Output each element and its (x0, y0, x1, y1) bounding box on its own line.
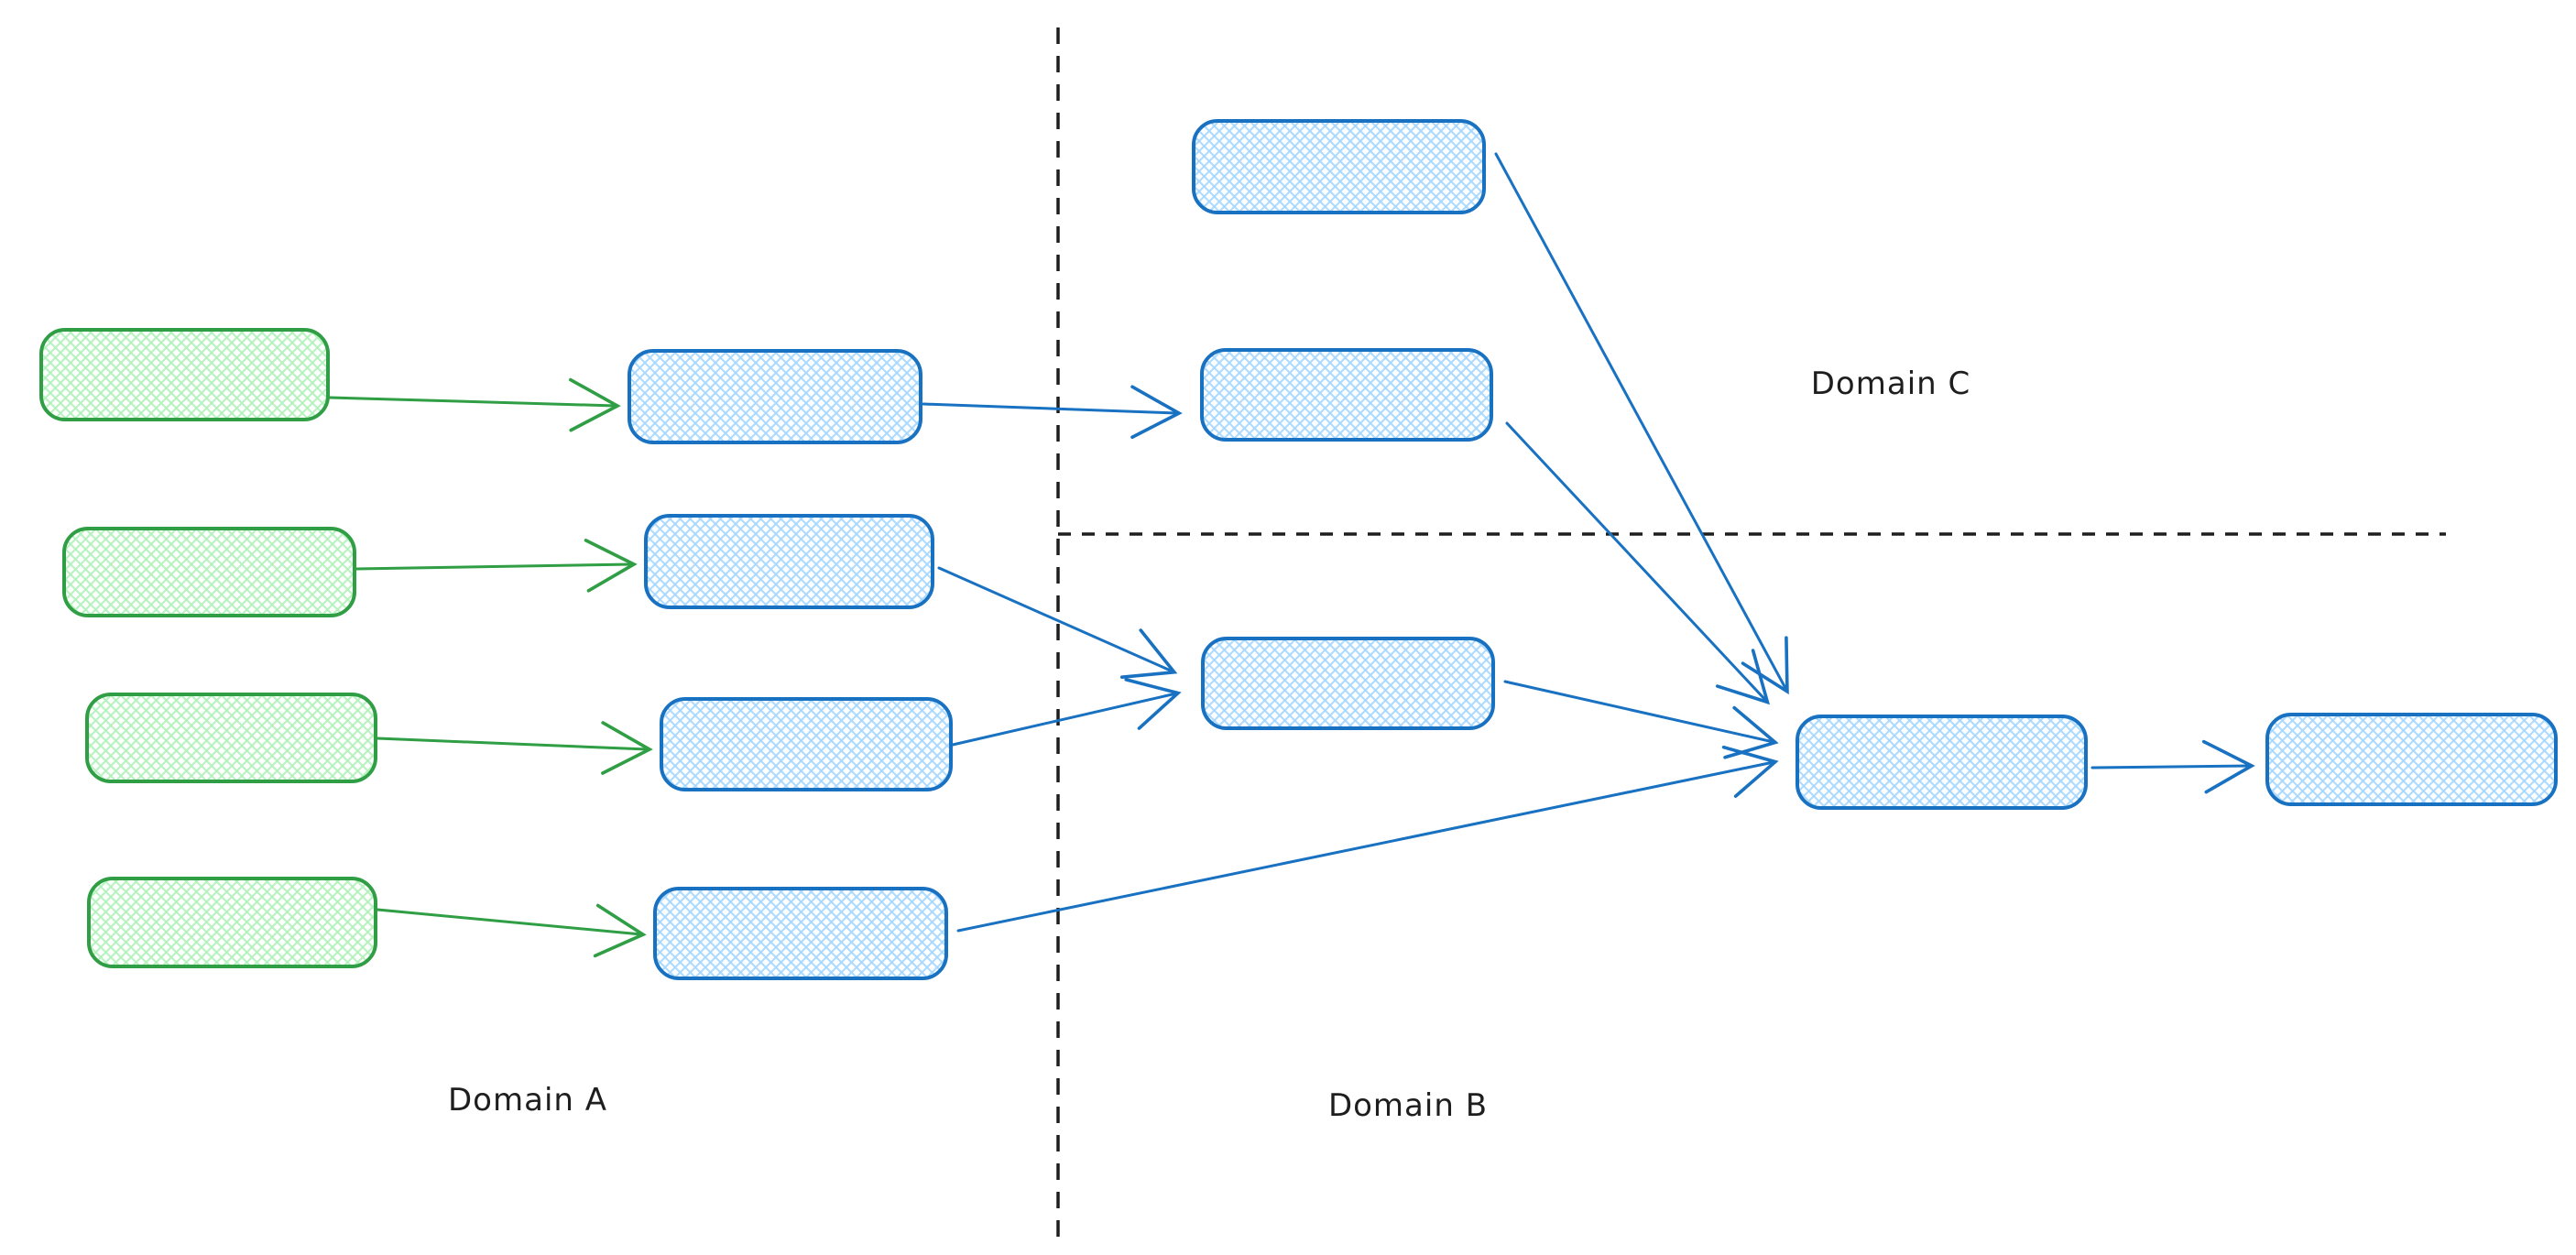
domain-c-node-box (1192, 119, 1486, 214)
edge-bupper-to-hub (1505, 421, 1770, 705)
edge-stage3-to-bmid (951, 678, 1182, 747)
domain-c-node (1192, 119, 1486, 214)
domain-a-source-2 (62, 527, 356, 617)
domain-a-source-4 (87, 877, 377, 968)
domain-a-source-2-box (62, 527, 356, 617)
domain-a-source-1-box (39, 328, 330, 421)
domain-b-output-node (2265, 713, 2558, 806)
edge-source1-to-stage1 (328, 377, 621, 432)
domain-b-upper-node-box (1200, 348, 1493, 442)
domain-a-source-4-box (87, 877, 377, 968)
domain-a-source-1 (39, 328, 330, 421)
edge-source4-to-stage4 (376, 903, 647, 958)
domain-b-hub-node-box (1796, 715, 2088, 810)
edge-hub-to-output (2090, 739, 2255, 794)
domain-b-hub-node (1796, 715, 2088, 810)
labels-layer: Domain A Domain B Domain C (448, 366, 1970, 1124)
domain-a-label: Domain A (448, 1082, 607, 1119)
domain-a-stage-2 (644, 514, 934, 609)
domain-a-source-3-box (85, 693, 377, 783)
domain-a-stage-2-box (644, 514, 934, 609)
edge-ctop-to-hub (1494, 152, 1789, 695)
domain-a-source-3 (85, 693, 377, 783)
domain-b-label: Domain B (1328, 1087, 1488, 1124)
domain-a-stage-1 (628, 349, 922, 444)
domain-a-stage-4-box (653, 887, 948, 980)
domain-b-mid-node-box (1201, 637, 1495, 730)
domain-a-stage-3-box (660, 697, 953, 791)
edge-bmid-to-hub (1503, 680, 1779, 759)
edge-source2-to-stage2 (355, 539, 638, 593)
domain-c-label: Domain C (1811, 366, 1970, 402)
domain-a-stage-1-box (628, 349, 922, 444)
domain-b-upper-node (1200, 348, 1493, 442)
nodes-layer (39, 119, 2558, 980)
dividers-layer (1056, 27, 2446, 1237)
edge-stage1-to-bupper (922, 385, 1183, 440)
edge-stage4-to-hub (956, 745, 1779, 933)
domain-a-stage-3 (660, 697, 953, 791)
domain-a-stage-4 (653, 887, 948, 980)
edge-source3-to-stage3 (376, 721, 653, 775)
edges-layer (328, 152, 2255, 958)
edge-stage2-to-bmid (937, 566, 1178, 679)
domain-b-mid-node (1201, 637, 1495, 730)
domain-b-output-node-box (2265, 713, 2558, 806)
